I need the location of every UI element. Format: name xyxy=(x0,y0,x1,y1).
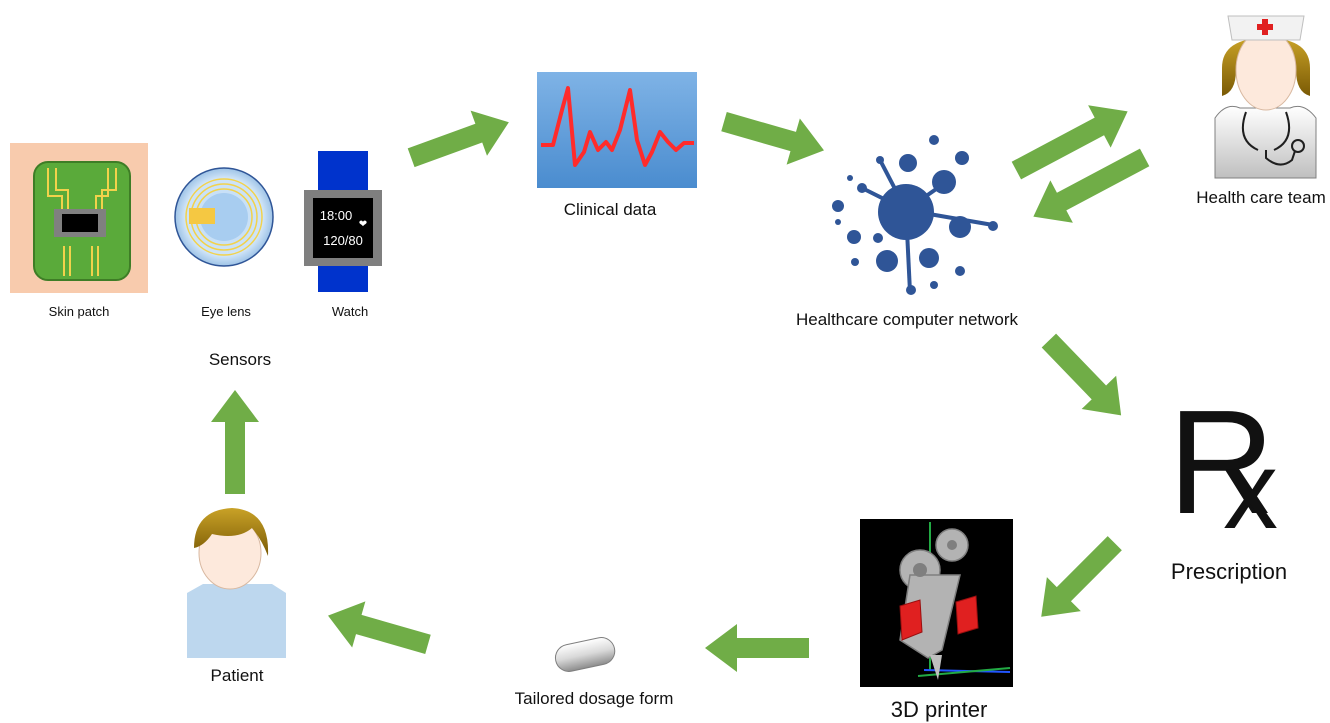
arrow-team-to-network xyxy=(1033,148,1150,223)
health-care-team-label: Health care team xyxy=(1196,188,1326,207)
arrow-network-to-prescription xyxy=(1041,333,1122,416)
printer-label: 3D printer xyxy=(890,697,988,722)
rx-r-letter: R xyxy=(1168,380,1275,545)
arrow-network-to-team xyxy=(1011,105,1128,180)
arrow-dosage-to-patient xyxy=(328,601,431,654)
ecg-monitor-icon xyxy=(537,72,697,188)
skin-patch-icon xyxy=(10,143,148,293)
prescription-label: Prescription xyxy=(1170,559,1288,584)
capsule-icon xyxy=(554,637,616,672)
rx-x-letter: x xyxy=(1223,429,1278,552)
printer-icon xyxy=(860,519,1013,687)
network-icon xyxy=(832,135,998,295)
rx-symbol: R x xyxy=(1168,388,1323,558)
sensors-label: Sensors xyxy=(208,350,272,369)
watch-icon xyxy=(304,151,382,292)
arrow-clinical-to-network xyxy=(721,112,824,165)
arrow-sensors-to-clinical xyxy=(407,110,509,168)
arrow-patient-to-sensors xyxy=(211,390,259,494)
clinical-data-label: Clinical data xyxy=(563,200,657,219)
nurse-icon xyxy=(1214,15,1317,179)
network-label: Healthcare computer network xyxy=(795,310,1019,329)
heart-icon: ❤ xyxy=(358,219,368,230)
patient-icon xyxy=(187,508,286,658)
watch-label: Watch xyxy=(331,304,369,319)
arrow-prescription-to-printer xyxy=(1041,536,1122,617)
eye-lens-icon xyxy=(174,167,274,267)
skin-patch-label: Skin patch xyxy=(48,304,110,319)
dosage-form-label: Tailored dosage form xyxy=(514,689,674,708)
watch-time: 18:00 xyxy=(319,208,353,223)
arrow-printer-to-dosage xyxy=(705,624,809,672)
patient-label: Patient xyxy=(210,666,264,685)
eye-lens-label: Eye lens xyxy=(201,304,251,319)
watch-pressure: 120/80 xyxy=(323,233,363,248)
